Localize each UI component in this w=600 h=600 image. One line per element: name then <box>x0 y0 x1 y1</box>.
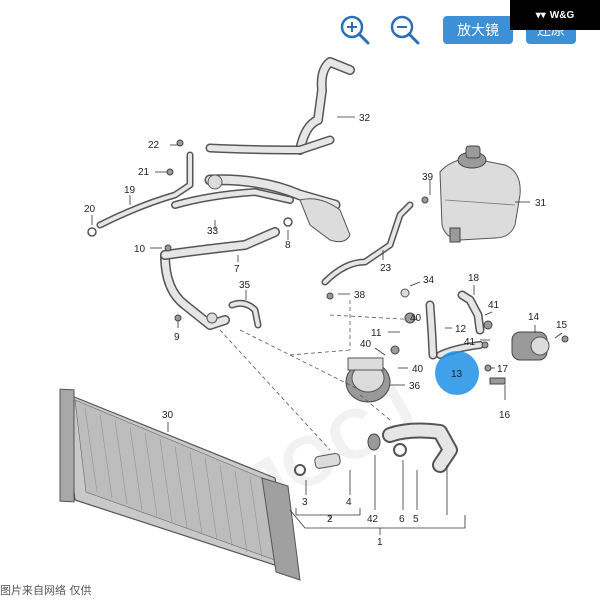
hose-12 <box>425 300 438 360</box>
callout-21: 21 <box>138 167 150 178</box>
callout-40b: 40 <box>360 339 372 350</box>
fasteners <box>87 139 569 385</box>
thermostat-36 <box>345 357 391 403</box>
callout-40c: 40 <box>412 364 424 375</box>
callout-19: 19 <box>124 185 136 196</box>
coolant-pipe-33 <box>171 174 351 243</box>
hose-19 <box>96 151 194 229</box>
callout-36: 36 <box>409 381 421 392</box>
callout-30: 30 <box>162 410 174 421</box>
callout-labels: 1 2 3 4 5 6 7 8 9 10 11 12 13 14 15 16 1… <box>84 113 568 548</box>
callout-9: 9 <box>174 332 180 343</box>
callout-20: 20 <box>84 204 96 215</box>
magnifier-label: 放大镜 <box>457 23 499 39</box>
callout-34: 34 <box>423 275 435 286</box>
callout-10: 10 <box>134 244 146 255</box>
callout-3: 3 <box>302 497 308 508</box>
callout-16: 16 <box>499 410 511 421</box>
image-caption: 图片来自网络 仅供 <box>0 584 92 597</box>
highlight-13 <box>435 351 479 395</box>
callout-7: 7 <box>234 264 240 275</box>
connector-2 <box>294 433 407 476</box>
dashed-lines <box>219 300 421 451</box>
hose-13 <box>436 341 484 359</box>
callout-1: 1 <box>377 537 383 548</box>
radiator <box>59 388 301 581</box>
callout-39: 39 <box>422 172 434 183</box>
zoom-in-icon[interactable] <box>340 15 370 45</box>
brand-text: W&G <box>549 9 575 21</box>
expansion-tank <box>439 145 521 243</box>
callout-4: 4 <box>346 497 352 508</box>
pump-14 <box>511 331 550 361</box>
callout-12: 12 <box>455 324 467 335</box>
callout-32: 32 <box>359 113 371 124</box>
brand-logo: ▾▾ W&G <box>510 0 600 30</box>
callout-38: 38 <box>354 290 366 301</box>
callout-5: 5 <box>413 514 419 525</box>
hose-18 <box>457 290 485 335</box>
callout-11: 11 <box>371 328 382 339</box>
callout-23: 23 <box>380 263 392 274</box>
callout-33: 33 <box>207 226 219 237</box>
callout-14: 14 <box>528 312 540 323</box>
callout-13: 13 <box>451 369 463 380</box>
callout-6: 6 <box>399 514 405 525</box>
brand-logo-icon: ▾▾ <box>535 9 546 21</box>
hose-35 <box>228 299 262 329</box>
callout-17: 17 <box>497 364 509 375</box>
callout-31: 31 <box>535 198 547 209</box>
leader-lines <box>91 116 563 535</box>
callout-22: 22 <box>148 140 160 151</box>
callout-41b: 41 <box>464 337 476 348</box>
magnifier-button[interactable]: 放大镜 <box>443 16 513 44</box>
pipe-7 <box>160 227 280 330</box>
hose-32 <box>205 57 355 155</box>
callout-35: 35 <box>239 280 251 291</box>
callout-40a: 40 <box>410 313 422 324</box>
hose-23 <box>321 201 414 286</box>
callout-8: 8 <box>285 240 291 251</box>
lower-hose <box>382 422 458 473</box>
callout-41a: 41 <box>488 300 500 311</box>
callout-42: 42 <box>367 514 379 525</box>
zoom-out-icon[interactable] <box>390 15 420 45</box>
callout-15: 15 <box>556 320 568 331</box>
callout-2: 2 <box>327 514 333 525</box>
callout-18: 18 <box>468 273 480 284</box>
